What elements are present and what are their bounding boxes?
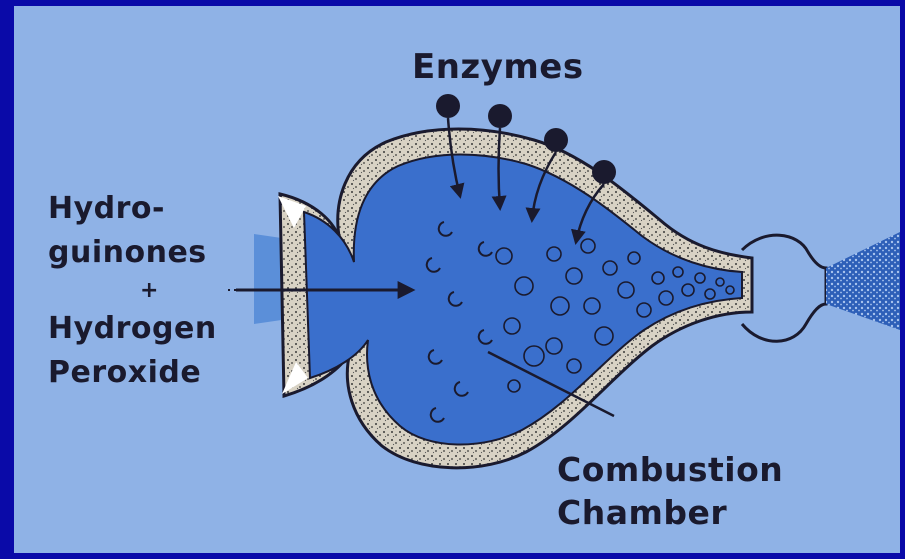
reactant-label-line2: guinones: [48, 238, 207, 268]
diagram-panel: Enzymes Hydro- guinones + Hydrogen Perox…: [14, 6, 900, 553]
outlet-nozzle: [742, 235, 826, 341]
combustion-label-line2: Chamber: [557, 496, 727, 529]
reactant-label-line1: Hydro-: [48, 194, 165, 224]
enzymes-label: Enzymes: [412, 50, 584, 84]
reactant-label-line4: Hydrogen: [48, 314, 217, 344]
reactant-plus-sign: +: [140, 280, 159, 302]
spray-jet: [826, 232, 900, 330]
combustion-label-line1: Combustion: [557, 453, 783, 486]
reactant-label-line5: Peroxide: [48, 358, 201, 388]
